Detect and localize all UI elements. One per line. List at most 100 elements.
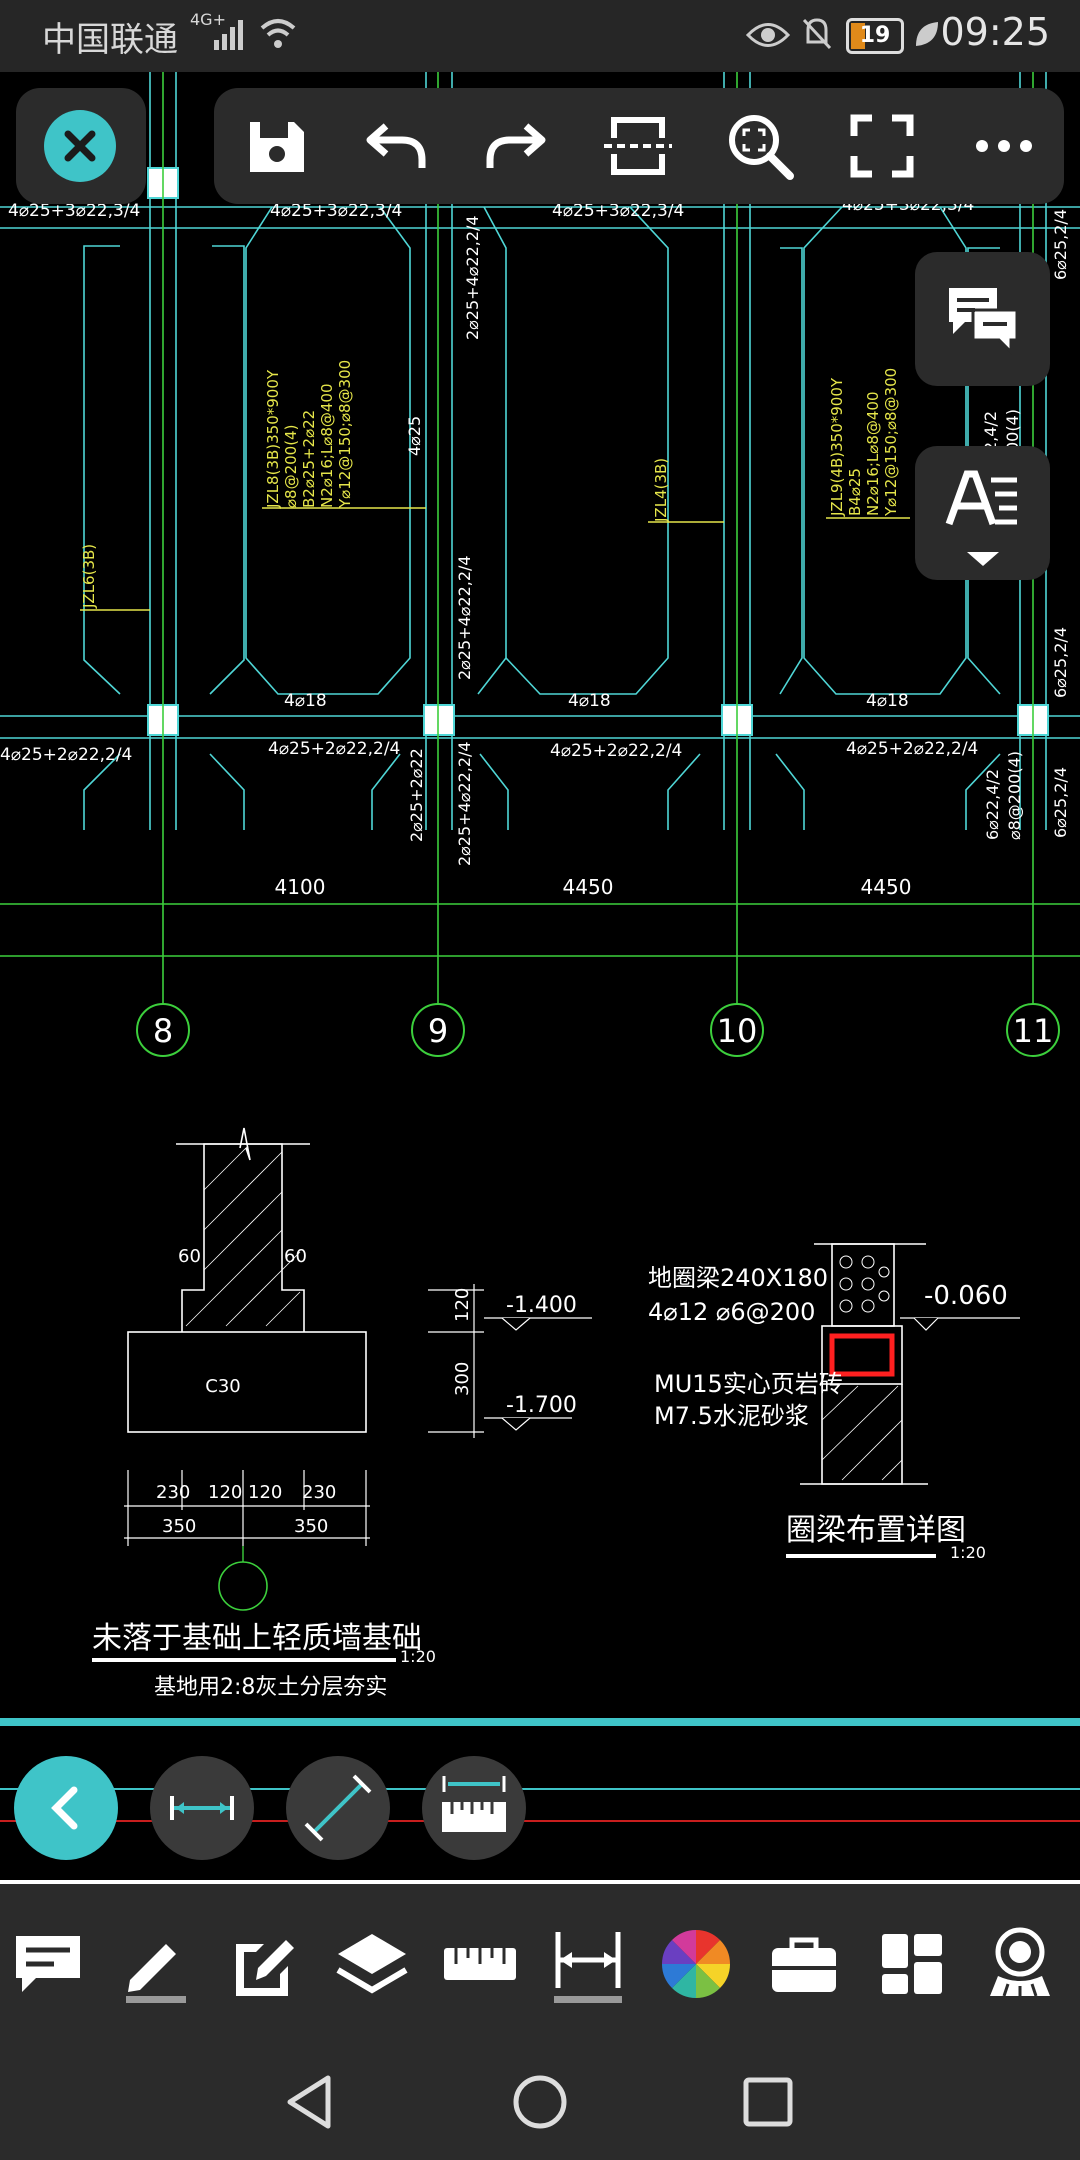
edit-icon: [236, 1940, 294, 1996]
undo-button[interactable]: [358, 108, 434, 184]
footing-dim: 230: [156, 1482, 190, 1503]
beam-annotation: Y⌀12@150;⌀8@300: [336, 360, 354, 509]
white-divider: [0, 1880, 1080, 1886]
rebar-note: 4⌀25+3⌀22,3/4: [8, 201, 140, 221]
axis-bubble-10: [710, 1003, 764, 1057]
footing-dim: 350: [294, 1516, 328, 1537]
rebar-note: 4⌀25+2⌀22,2/4: [550, 741, 682, 761]
ruler-measure-button[interactable]: [422, 1756, 526, 1860]
rebar-note: 2⌀25+4⌀22,2/4: [455, 741, 474, 866]
nav-home-button[interactable]: [504, 2066, 576, 2138]
span-dimension: 4450: [563, 875, 614, 899]
axis-label: 9: [428, 1012, 448, 1050]
beam-annotation: B2⌀25+2⌀22: [300, 410, 318, 508]
footing-dim: 120: [208, 1482, 242, 1503]
rebar-note: 00(4): [1003, 409, 1022, 452]
elevation-label: -1.400: [506, 1293, 577, 1318]
guide-line: [0, 1820, 1080, 1822]
toolbox-icon: [772, 1937, 836, 1992]
leaf-icon: [916, 22, 938, 46]
save-button[interactable]: [238, 108, 314, 184]
rebar-note: 2⌀25+2⌀22: [407, 748, 426, 842]
home-nav-icon: [513, 2075, 567, 2129]
ring-material: MU15实心页岩砖: [654, 1370, 843, 1398]
cloud-user-button[interactable]: [978, 1922, 1062, 2006]
comments-icon: [949, 288, 1019, 356]
nav-recents-button[interactable]: [732, 2066, 804, 2138]
more-icon: [976, 140, 1032, 152]
guide-line: [0, 1788, 1080, 1790]
ring-elevation: -0.060: [924, 1281, 1008, 1311]
fullscreen-button[interactable]: [844, 108, 920, 184]
elev-dim: 300: [452, 1362, 473, 1396]
pencil-icon: [126, 1944, 186, 2003]
rebar-note: 4⌀25+2⌀22,2/4: [0, 745, 132, 765]
beam-annotation: N2⌀16;L⌀8@400: [864, 392, 882, 517]
rebar-note: 2,4/2: [981, 411, 1000, 452]
aligned-measure-button[interactable]: [286, 1756, 390, 1860]
color-wheel-icon: [662, 1930, 730, 1998]
beam-annotation: Y⌀12@150;⌀8@300: [882, 368, 900, 517]
layers-button[interactable]: [330, 1922, 414, 2006]
beam-annotation: JZL8(3B)350*900Y: [264, 369, 282, 509]
ruler-button[interactable]: [438, 1922, 522, 2006]
linear-measure-icon: [170, 1796, 234, 1820]
footing-title: 未落于基础上轻质墙基础: [92, 1621, 422, 1656]
rebar-note: 4⌀25+3⌀22,3/4: [270, 201, 402, 221]
footing-dim: 230: [302, 1482, 336, 1503]
color-button[interactable]: [654, 1922, 738, 2006]
detail-bubble: [218, 1561, 268, 1611]
beam-annotation: JZL9(4B)350*900Y: [828, 377, 846, 517]
battery-level: 19: [859, 23, 891, 48]
rebar-note: 4⌀25+3⌀22,3/4: [552, 201, 684, 221]
span-dimension: 4450: [861, 875, 912, 899]
rebar-note: 4⌀18: [568, 691, 611, 711]
ring-label: 4⌀12 ⌀6@200: [648, 1298, 815, 1326]
column-square: [423, 704, 455, 736]
crop-icon: [604, 117, 672, 175]
save-icon: [250, 122, 304, 172]
clock: 09:25: [940, 10, 1050, 54]
pencil-button[interactable]: [114, 1922, 198, 2006]
chevron-down-icon: [967, 552, 999, 566]
ring-material: M7.5水泥砂浆: [654, 1402, 809, 1430]
network-type: 4G+: [190, 10, 226, 29]
axis-label: 8: [153, 1012, 173, 1050]
rebar-note: 6⌀25,2/4: [1051, 209, 1070, 280]
rebar-note: ⌀8@200(4): [1005, 751, 1024, 840]
text-style-icon: [945, 470, 1017, 526]
undo-icon: [366, 123, 426, 168]
dimension-button[interactable]: [546, 1922, 630, 2006]
measure-toolbar: [0, 1712, 1080, 1886]
drawing-canvas[interactable]: 8 9 10 11 4100 4450 4450 4⌀25+3⌀22,3/4 4…: [0, 72, 1080, 1712]
close-button[interactable]: [44, 110, 116, 182]
apps-button[interactable]: [870, 1922, 954, 2006]
close-icon: [64, 130, 96, 162]
nav-back-button[interactable]: [274, 2066, 346, 2138]
toolbox-button[interactable]: [762, 1922, 846, 2006]
text-style-button[interactable]: [915, 446, 1050, 580]
comments-button[interactable]: [915, 252, 1050, 386]
rebar-note: 4⌀25: [405, 416, 424, 456]
redo-button[interactable]: [478, 108, 554, 184]
aligned-measure-icon: [304, 1774, 372, 1842]
more-button[interactable]: [966, 108, 1042, 184]
linear-measure-button[interactable]: [150, 1756, 254, 1860]
elev-dim: 120: [452, 1288, 473, 1322]
cloud-user-icon: [990, 1927, 1050, 1997]
ring-title: 圈梁布置详图: [786, 1513, 966, 1548]
footing-material: C30: [205, 1376, 240, 1397]
annotation-button[interactable]: [6, 1922, 90, 2006]
beam-annotation: JZL4(3B): [652, 458, 670, 523]
zoom-fit-icon: [729, 115, 794, 180]
axis-label: 11: [1013, 1012, 1054, 1050]
zoom-fit-button[interactable]: [722, 108, 798, 184]
crop-button[interactable]: [600, 108, 676, 184]
measure-back-button[interactable]: [14, 1756, 118, 1860]
fullscreen-icon: [850, 114, 914, 178]
elevation-label: -1.700: [506, 1393, 577, 1418]
footing-subtitle: 基地用2:8灰土分层夯实: [154, 1675, 387, 1700]
edit-button[interactable]: [222, 1922, 306, 2006]
beam-annotation: N2⌀16;L⌀8@400: [318, 384, 336, 509]
wifi-icon: [260, 19, 296, 48]
